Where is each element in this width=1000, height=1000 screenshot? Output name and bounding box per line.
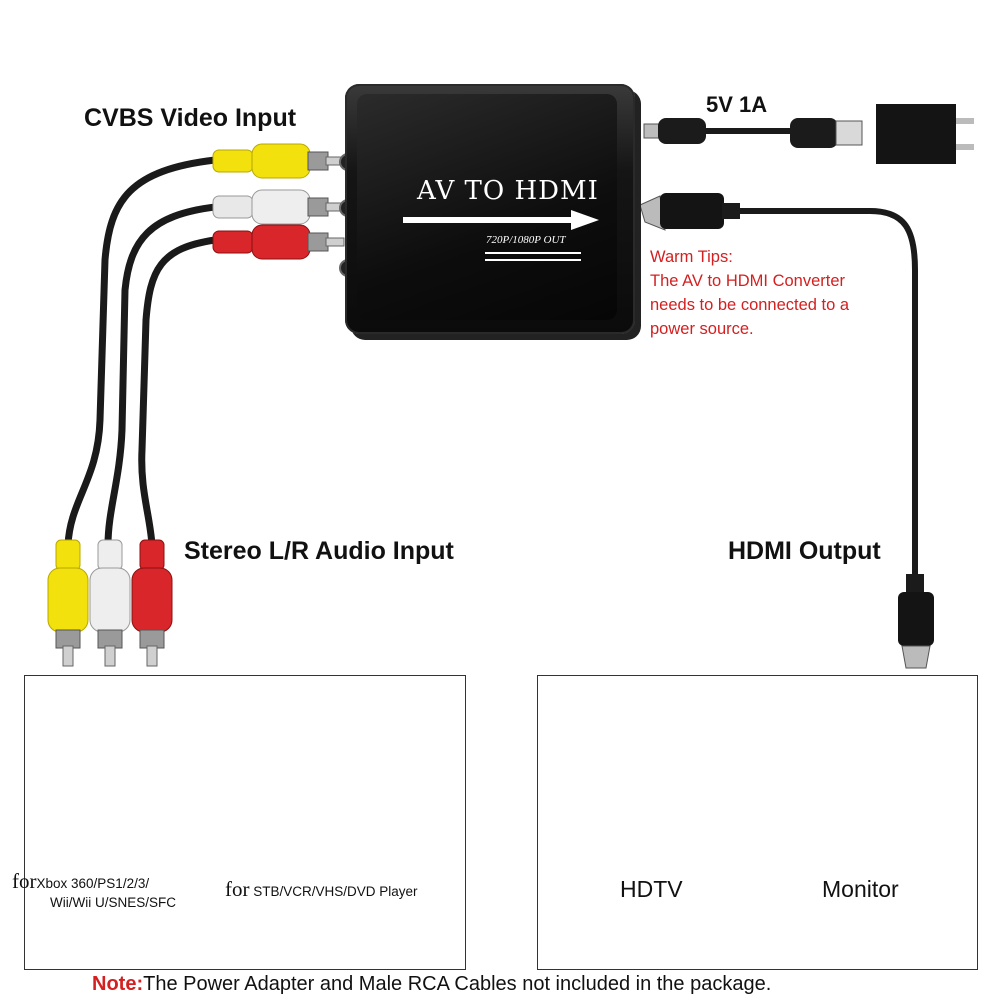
hdmi-output-label: HDMI Output xyxy=(728,537,881,565)
converter-subtitle: 720P/1080P OUT xyxy=(486,234,566,246)
rca-plug-red-bottom xyxy=(131,539,173,667)
power-adapter-icon xyxy=(876,104,974,164)
warm-tips: Warm Tips: The AV to HDMI Converter need… xyxy=(650,245,900,341)
caption-line: STB/VCR/VHS/DVD Player xyxy=(253,884,418,899)
source-devices-panel xyxy=(24,675,466,970)
power-spec-label: 5V 1A xyxy=(706,92,768,117)
red-cable xyxy=(138,236,219,549)
note-text: The Power Adapter and Male RCA Cables no… xyxy=(143,973,772,995)
warm-tips-line: The AV to HDMI Converter xyxy=(650,272,846,290)
warm-tips-line: needs to be connected to a xyxy=(650,296,850,314)
yellow-cable xyxy=(64,156,219,549)
converter-face: AV TO HDMI 720P/1080P OUT xyxy=(357,94,617,320)
av-to-hdmi-converter: AV TO HDMI 720P/1080P OUT xyxy=(345,84,635,334)
rca-plug-yellow-top xyxy=(212,143,345,179)
for-word: for xyxy=(12,869,37,893)
display-devices-panel xyxy=(537,675,978,970)
hdtv-label: HDTV xyxy=(620,876,683,902)
note-prefix: Note: xyxy=(92,973,144,995)
converter-title: AV TO HDMI xyxy=(417,176,599,206)
caption-line: Wii/Wii U/SNES/SFC xyxy=(50,895,176,910)
arrow-right-icon xyxy=(403,210,599,230)
for-word: for xyxy=(225,877,250,901)
game-console-caption: forXbox 360/PS1/2/3/ Wii/Wii U/SNES/SFC xyxy=(12,869,176,912)
player-caption: for STB/VCR/VHS/DVD Player xyxy=(225,877,418,901)
hdmi-cable xyxy=(639,193,934,669)
warm-tips-line: power source. xyxy=(650,320,754,338)
rca-plug-white-bottom xyxy=(89,539,131,667)
note: Note:The Power Adapter and Male RCA Cabl… xyxy=(92,973,771,996)
stereo-audio-input-label: Stereo L/R Audio Input xyxy=(184,537,454,565)
warm-tips-heading: Warm Tips: xyxy=(650,248,733,266)
rca-plug-white-top xyxy=(212,189,345,225)
white-cable xyxy=(104,203,219,549)
monitor-label: Monitor xyxy=(822,876,899,902)
rca-plug-yellow-bottom xyxy=(47,539,89,667)
double-underline xyxy=(485,252,581,261)
rca-plug-red-top xyxy=(212,224,345,260)
usb-power-cable xyxy=(643,118,863,148)
caption-line: Xbox 360/PS1/2/3/ xyxy=(36,876,150,891)
rca-cables xyxy=(64,156,219,549)
cvbs-input-label: CVBS Video Input xyxy=(84,104,297,132)
